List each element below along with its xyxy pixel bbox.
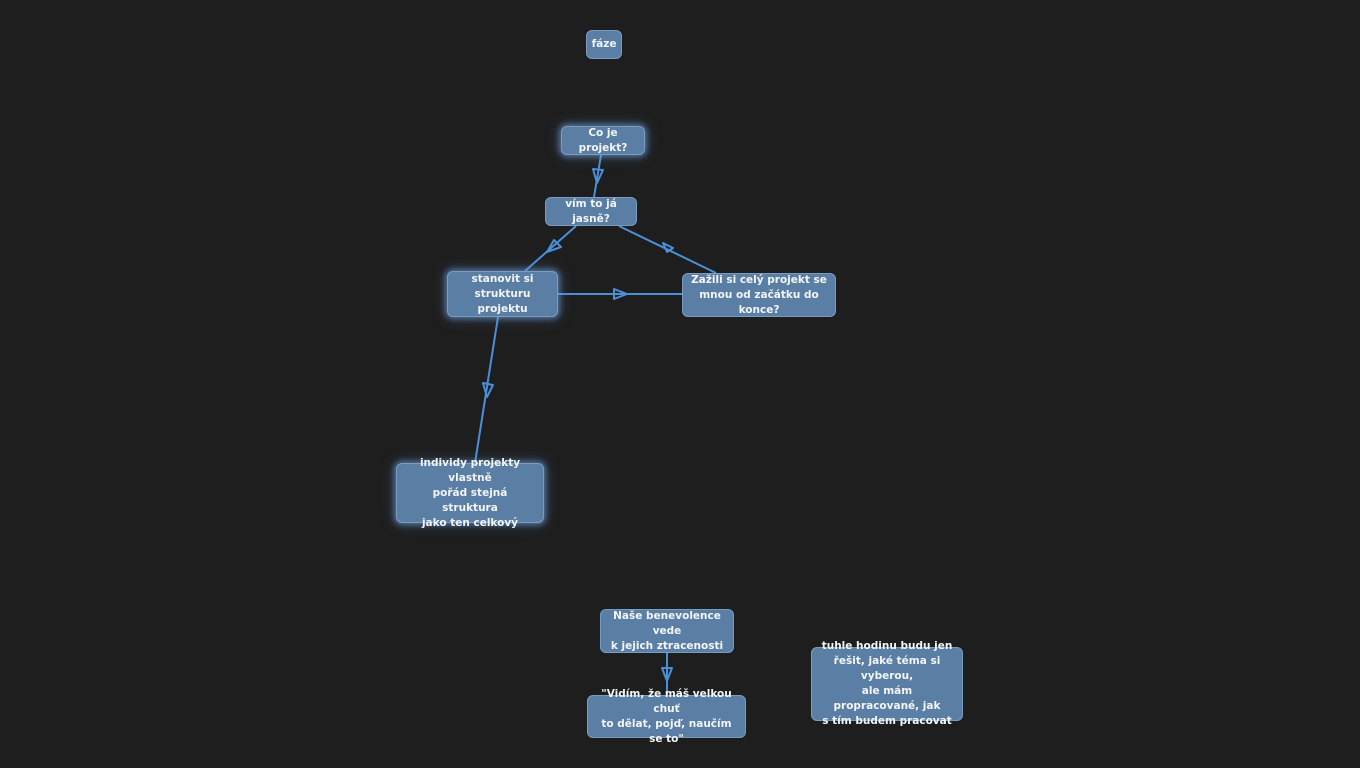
node-vim-to[interactable]: vím to já jasně? xyxy=(545,197,637,226)
edge-stanovit-to-individy xyxy=(474,316,499,464)
edge-line xyxy=(524,225,577,272)
node-nase-benevolence[interactable]: Naše benevolence vede k jejich ztracenos… xyxy=(600,609,734,653)
node-vidim-quote[interactable]: "Vidím, že máš velkou chuť to dělat, poj… xyxy=(587,688,746,745)
node-label: fáze xyxy=(591,38,617,50)
node-label: tuhle hodinu budu jen řešit, jaké téma s… xyxy=(821,640,953,727)
node-faze[interactable]: fáze xyxy=(586,30,622,59)
edge-vim-to-to-zazili xyxy=(618,225,717,274)
node-label: "Vidím, že máš velkou chuť to dělat, poj… xyxy=(601,687,732,745)
node-label: Naše benevolence vede k jejich ztracenos… xyxy=(610,609,724,652)
arrowhead-icon xyxy=(661,667,673,682)
node-co-je-projekt[interactable]: Co je projekt? xyxy=(561,126,645,155)
node-stanovit-strukturu[interactable]: stanovit si strukturu projektu xyxy=(447,271,558,317)
edge-vim-to-to-stanovit xyxy=(524,225,577,272)
arrowhead-icon xyxy=(546,239,562,253)
node-label: individy projekty vlastně pořád stejná s… xyxy=(419,456,521,529)
arrowhead-icon xyxy=(613,288,628,300)
edge-stanovit-to-zazili xyxy=(558,288,682,300)
edge-line xyxy=(474,316,499,464)
node-label: Co je projekt? xyxy=(578,126,628,154)
arrowhead-icon xyxy=(592,168,604,184)
edge-line xyxy=(593,154,602,198)
node-individy-projekty[interactable]: individy projekty vlastně pořád stejná s… xyxy=(396,457,544,529)
arrowhead-icon xyxy=(482,382,494,398)
node-zazili-projekt[interactable]: Zažili si celý projekt se mnou od začátk… xyxy=(682,273,836,317)
edge-co-je-projekt-to-vim-to xyxy=(592,154,604,198)
arrowhead-icon xyxy=(662,242,674,253)
node-label: Zažili si celý projekt se mnou od začátk… xyxy=(691,273,827,316)
node-label: vím to já jasně? xyxy=(565,197,617,225)
node-label: stanovit si strukturu projektu xyxy=(471,272,534,315)
node-tuhle-hodinu[interactable]: tuhle hodinu budu jen řešit, jaké téma s… xyxy=(811,640,963,727)
edge-line xyxy=(618,225,717,274)
